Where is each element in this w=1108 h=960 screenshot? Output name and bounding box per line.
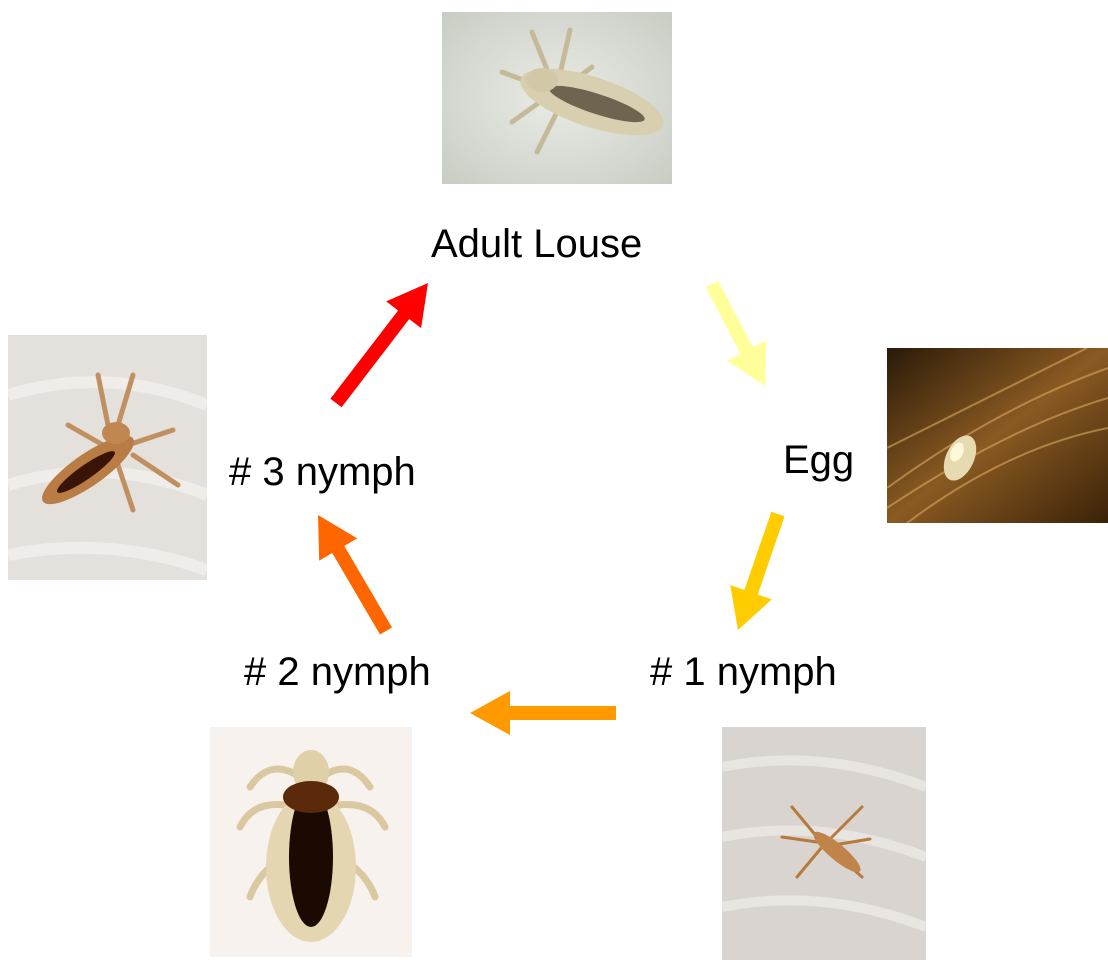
arrow-egg-to-nymph1 [730, 512, 784, 630]
arrow-nymph3-to-adult [330, 283, 428, 407]
arrow-nymph2-to-nymph3 [318, 515, 392, 635]
arrow-nymph1-to-nymph2 [470, 691, 616, 735]
arrow-adult-to-egg [706, 281, 766, 386]
